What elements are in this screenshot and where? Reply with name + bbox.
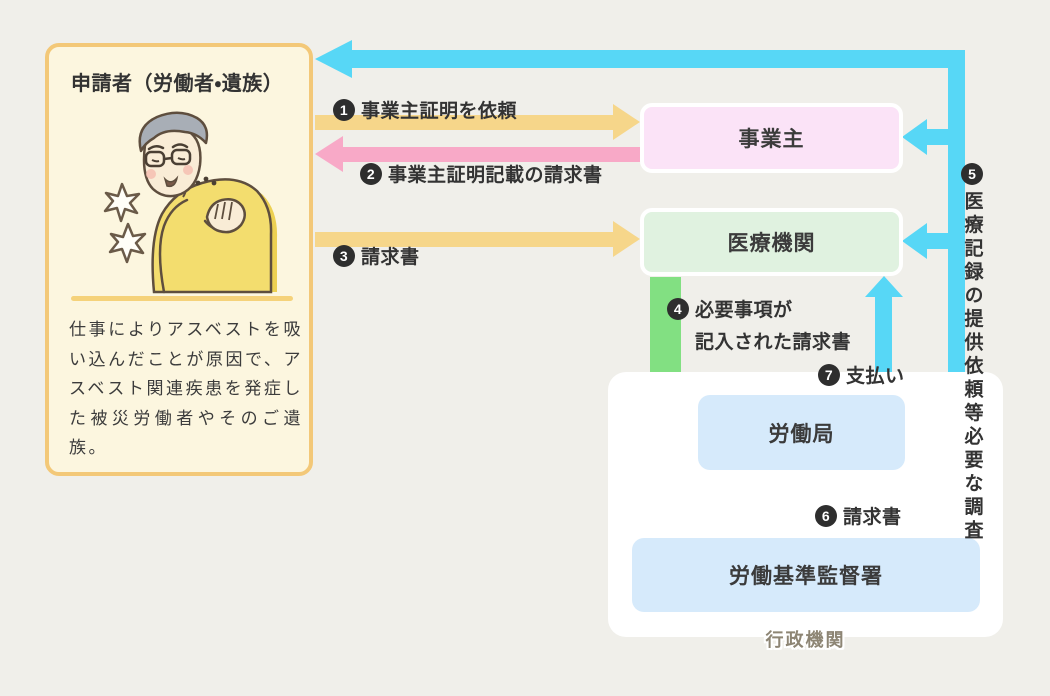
flow7-label-text: 支払い xyxy=(846,366,905,387)
flow5-branch-employer-shaft xyxy=(924,129,950,145)
flow5-arrowhead-to-medical xyxy=(902,223,927,259)
flow5-arrowhead-to-applicant xyxy=(315,40,352,78)
flow3-label: 3 請求書 xyxy=(333,242,420,269)
flow7-shaft xyxy=(875,295,892,396)
flow7-arrowhead xyxy=(865,276,903,297)
applicant-title: 申請者（労働者・遺族） xyxy=(71,73,284,95)
flow4-number-badge: 4 xyxy=(667,297,689,320)
labor-bureau-box: 労働局 xyxy=(698,395,905,470)
applicant-description: 仕事によりアスベストを吸い込んだことが原因で、アスベスト関連疾患を発症した被災労… xyxy=(69,320,303,457)
labor-standards-office-box: 労働基準監督署 xyxy=(632,538,980,612)
flow5-branch-medical-shaft xyxy=(924,233,950,249)
applicant-panel: 申請者（労働者・遺族） xyxy=(45,43,313,476)
employer-label: 事業主 xyxy=(738,128,805,151)
flow1-number-badge: 1 xyxy=(333,98,355,121)
cough-mark-icon xyxy=(103,182,141,223)
flow6-number-badge: 6 xyxy=(815,504,837,527)
flow1-shaft xyxy=(315,115,615,130)
flow4-label-line1: 必要事項が xyxy=(695,300,793,321)
flow4-label: 4 必要事項が 記入された請求書 xyxy=(667,295,851,354)
flow5-label-text: 医療記録の提供依頼等必要な調査 xyxy=(961,191,983,544)
medical-institution-box: 医療機関 xyxy=(640,208,903,276)
flow5-arrowhead-to-employer xyxy=(902,119,927,155)
labor-standards-office-label: 労働基準監督署 xyxy=(729,565,883,588)
flow2-arrowhead xyxy=(315,136,343,172)
flow5-top-shaft xyxy=(350,50,965,68)
medical-institution-label: 医療機関 xyxy=(727,232,816,255)
flow3-label-text: 請求書 xyxy=(361,247,420,268)
flow6-label: 6 請求書 xyxy=(815,502,902,529)
flow7-label: 7 支払い xyxy=(818,361,905,388)
flow2-label: 2 事業主証明記載の請求書 xyxy=(360,160,603,187)
flow4-label-line2: 記入された請求書 xyxy=(695,332,852,353)
flow1-label: 1 事業主証明を依頼 xyxy=(333,96,517,123)
flow1-label-text: 事業主証明を依頼 xyxy=(361,101,518,122)
flow5-label: 5 医療記録の提供依頼等必要な調査 xyxy=(950,163,994,544)
flow3-shaft xyxy=(315,232,615,247)
flow1-arrowhead xyxy=(613,104,640,140)
flow2-number-badge: 2 xyxy=(360,162,382,185)
flow2-label-text: 事業主証明記載の請求書 xyxy=(388,165,603,186)
divider xyxy=(71,296,293,301)
administrative-agencies-caption: 行政機関 xyxy=(765,630,846,650)
flow3-arrowhead xyxy=(613,221,640,257)
cough-mark-icon xyxy=(108,222,147,264)
labor-bureau-label: 労働局 xyxy=(768,422,835,446)
applicant-illustration xyxy=(103,111,278,294)
flow7-number-badge: 7 xyxy=(818,363,840,386)
employer-box: 事業主 xyxy=(640,103,903,173)
flow5-number-badge: 5 xyxy=(961,163,983,185)
flow6-label-text: 請求書 xyxy=(843,507,902,528)
flow2-shaft xyxy=(341,147,640,162)
flow3-number-badge: 3 xyxy=(333,244,355,267)
